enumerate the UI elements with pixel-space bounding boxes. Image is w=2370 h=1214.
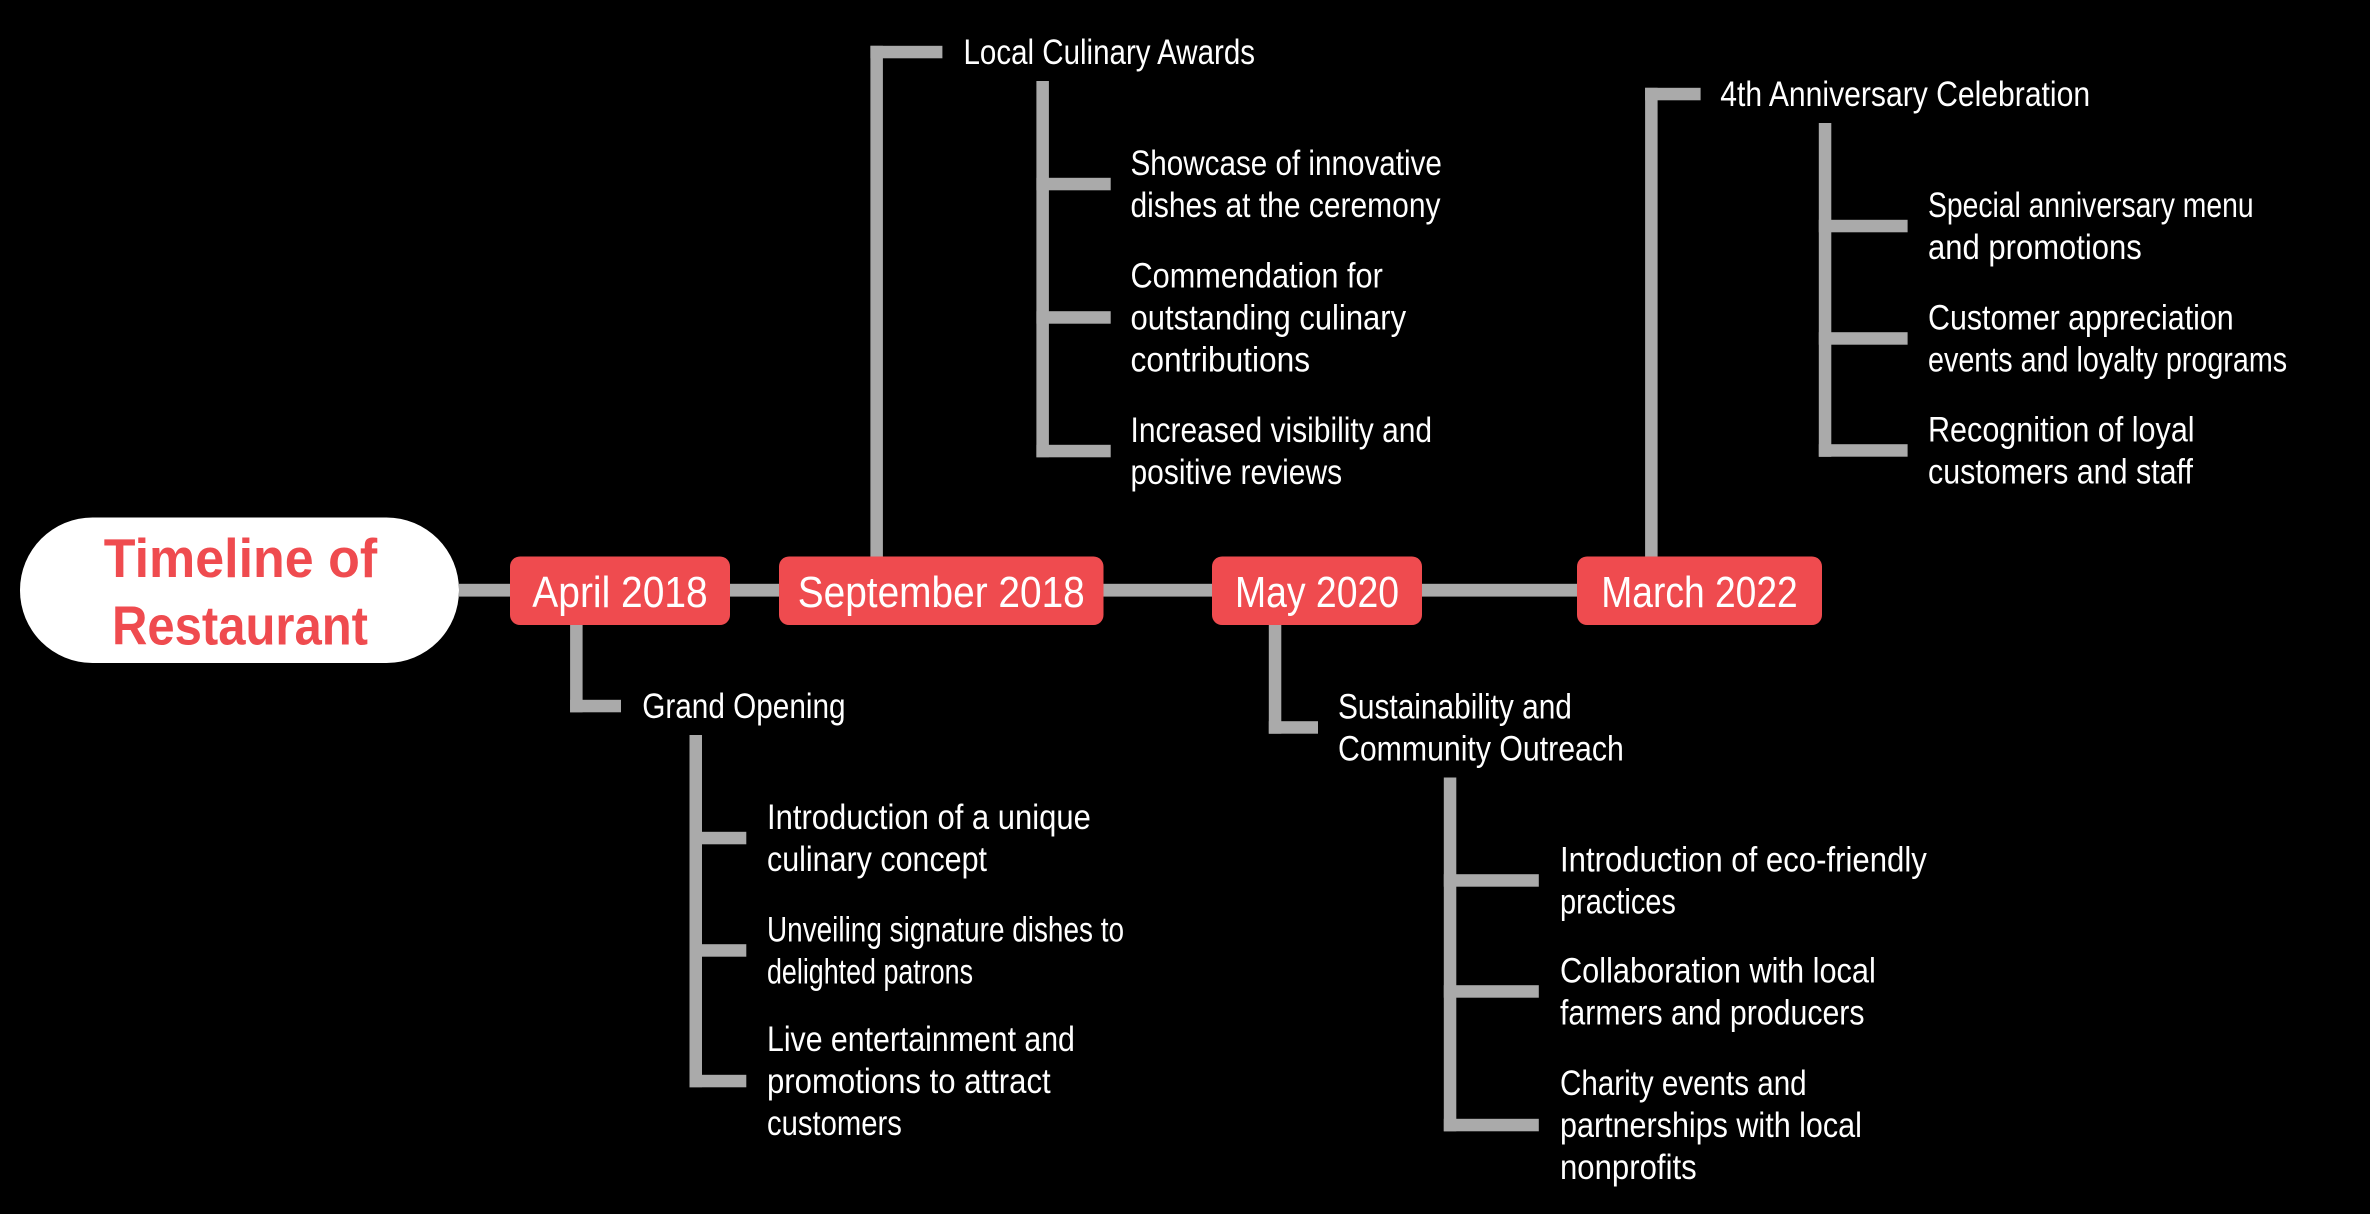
svg-text:Introduction of a unique: Introduction of a unique <box>767 798 1091 837</box>
svg-text:and promotions: and promotions <box>1928 228 2142 267</box>
svg-text:nonprofits: nonprofits <box>1560 1148 1697 1187</box>
svg-text:Sustainability and: Sustainability and <box>1338 688 1572 727</box>
svg-text:positive reviews: positive reviews <box>1131 453 1343 492</box>
svg-text:September 2018: September 2018 <box>798 568 1085 617</box>
svg-text:Customer appreciation: Customer appreciation <box>1928 299 2234 338</box>
svg-text:Grand Opening: Grand Opening <box>642 687 845 726</box>
svg-text:Community Outreach: Community Outreach <box>1338 730 1624 769</box>
svg-text:farmers and producers: farmers and producers <box>1560 994 1865 1033</box>
svg-text:practices: practices <box>1560 883 1676 922</box>
svg-text:April 2018: April 2018 <box>532 568 707 617</box>
svg-text:Recognition of loyal: Recognition of loyal <box>1928 411 2195 450</box>
svg-text:Local Culinary Awards: Local Culinary Awards <box>964 33 1256 72</box>
svg-text:outstanding culinary: outstanding culinary <box>1131 299 1407 338</box>
svg-text:Restaurant: Restaurant <box>112 595 368 657</box>
svg-text:Showcase of innovative: Showcase of innovative <box>1131 144 1442 183</box>
svg-text:Unveiling signature dishes to: Unveiling signature dishes to <box>767 911 1124 950</box>
svg-text:customers and staff: customers and staff <box>1928 453 2193 492</box>
svg-text:events and loyalty programs: events and loyalty programs <box>1928 341 2287 380</box>
svg-text:customers: customers <box>767 1104 902 1143</box>
svg-text:partnerships with local: partnerships with local <box>1560 1106 1862 1145</box>
svg-text:May 2020: May 2020 <box>1235 568 1399 617</box>
svg-text:delighted patrons: delighted patrons <box>767 953 973 992</box>
svg-text:promotions to attract: promotions to attract <box>767 1062 1051 1101</box>
svg-text:contributions: contributions <box>1131 341 1311 380</box>
svg-text:Live entertainment and: Live entertainment and <box>767 1020 1075 1059</box>
svg-text:culinary concept: culinary concept <box>767 840 987 879</box>
svg-text:dishes at the ceremony: dishes at the ceremony <box>1131 186 1441 225</box>
svg-text:Charity events and: Charity events and <box>1560 1064 1807 1103</box>
svg-text:March 2022: March 2022 <box>1601 568 1797 617</box>
svg-text:Timeline of: Timeline of <box>104 527 378 589</box>
svg-text:Introduction of eco-friendly: Introduction of eco-friendly <box>1560 841 1927 880</box>
svg-text:Commendation for: Commendation for <box>1131 257 1384 296</box>
svg-text:Special anniversary menu: Special anniversary menu <box>1928 186 2254 225</box>
svg-text:Increased visibility and: Increased visibility and <box>1131 411 1433 450</box>
svg-text:Collaboration with local: Collaboration with local <box>1560 952 1876 991</box>
svg-text:4th Anniversary Celebration: 4th Anniversary Celebration <box>1720 75 2090 114</box>
